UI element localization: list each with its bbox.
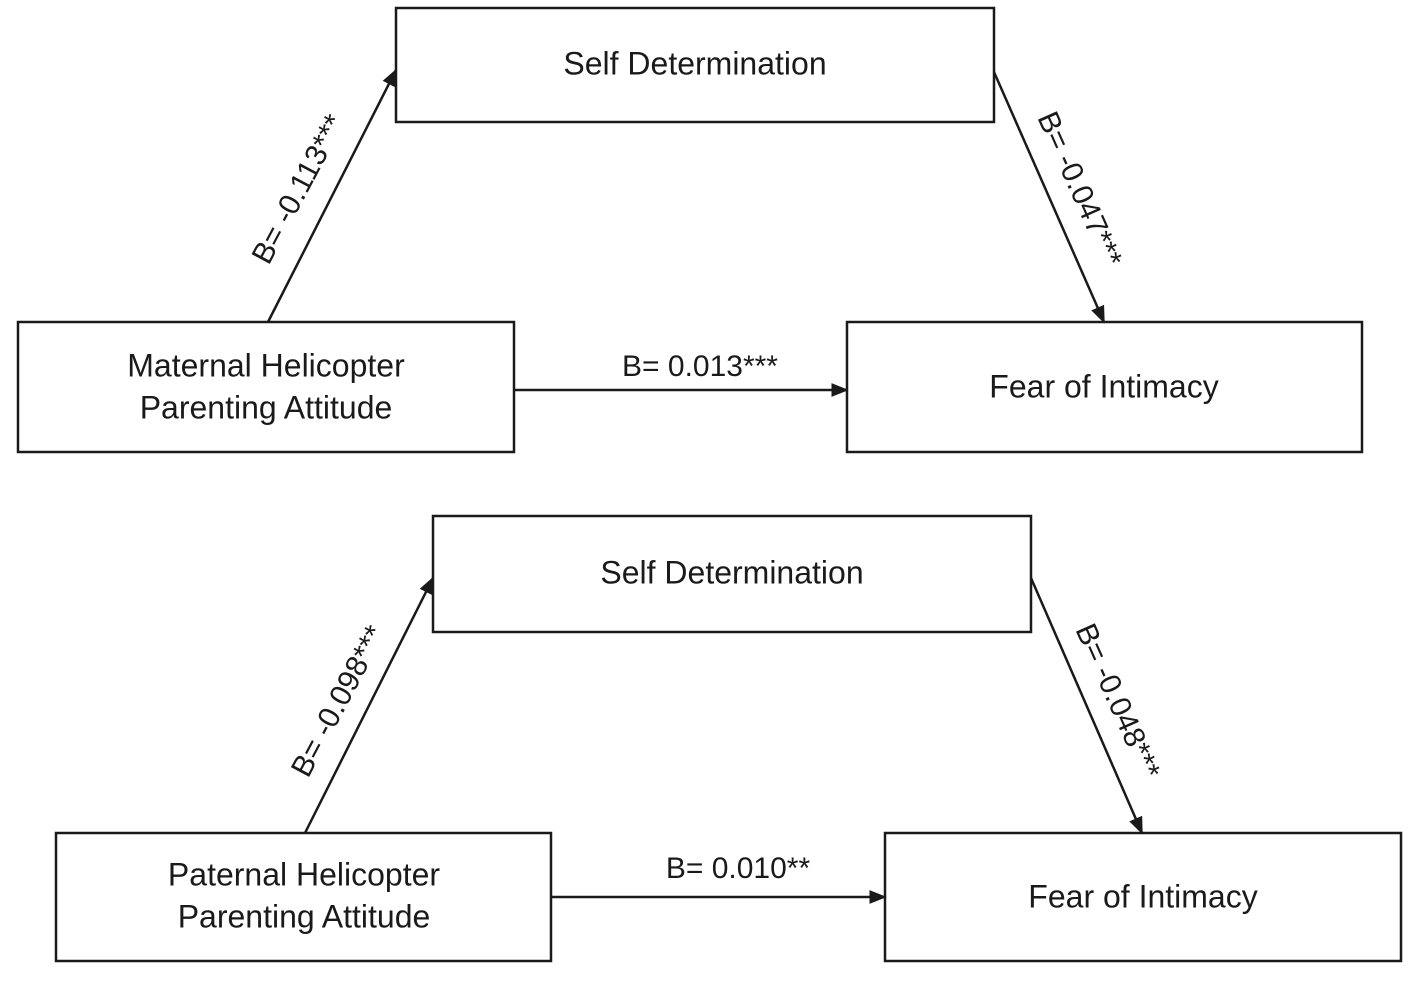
outcome-node: Fear of Intimacy	[845, 320, 1364, 454]
path-b-arrow	[992, 71, 1106, 324]
panel-maternal: Self Determination Maternal Helicopter P…	[16, 6, 1364, 454]
path-a-arrow	[303, 576, 435, 834]
predictor-label-line2: Parenting Attitude	[178, 898, 431, 934]
mediator-node: Self Determination	[394, 6, 996, 124]
outcome-node: Fear of Intimacy	[883, 831, 1403, 963]
predictor-label-line2: Parenting Attitude	[140, 389, 393, 425]
path-b-coefficient: B= -0.048***	[1069, 619, 1167, 784]
panel-paternal: Self Determination Paternal Helicopter P…	[54, 514, 1403, 963]
path-c-coefficient: B= 0.013***	[622, 350, 778, 383]
predictor-label-line1: Maternal Helicopter	[127, 347, 405, 383]
predictor-node: Paternal Helicopter Parenting Attitude	[54, 831, 553, 963]
predictor-label-line1: Paternal Helicopter	[168, 856, 440, 892]
mediator-node: Self Determination	[431, 514, 1033, 634]
outcome-label: Fear of Intimacy	[1028, 878, 1257, 914]
path-b-arrow	[1029, 577, 1144, 835]
mediator-label: Self Determination	[600, 554, 863, 590]
mediator-label: Self Determination	[563, 45, 826, 81]
path-c-coefficient: B= 0.010**	[666, 852, 811, 885]
path-a-arrow	[266, 68, 398, 323]
outcome-label: Fear of Intimacy	[989, 368, 1218, 404]
path-a-coefficient: B= -0.098***	[285, 620, 392, 782]
predictor-node: Maternal Helicopter Parenting Attitude	[16, 320, 516, 454]
